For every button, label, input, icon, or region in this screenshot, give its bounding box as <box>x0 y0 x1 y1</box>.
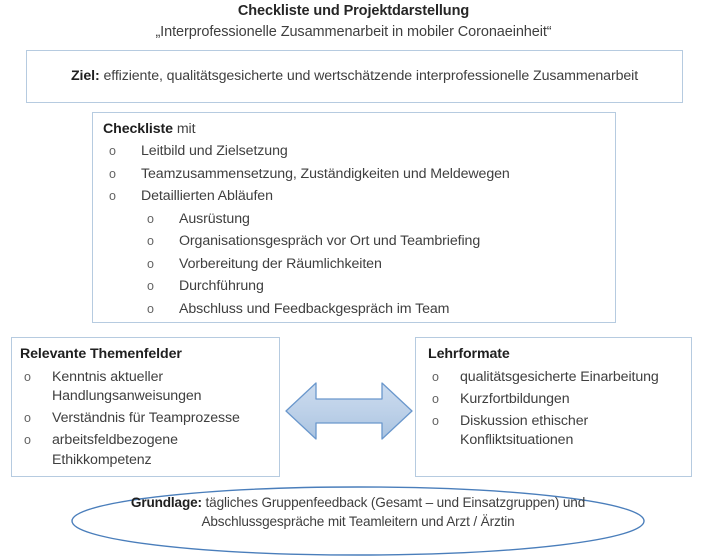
goal-box: Ziel: effiziente, qualitätsgesicherte un… <box>26 50 683 103</box>
list-item-label: Kurzfortbildungen <box>460 390 570 407</box>
list-item-label: Abschluss und Feedbackgespräch im Team <box>179 300 450 317</box>
checklist-heading-label: Checkliste <box>103 121 173 137</box>
foundation-body: tägliches Gruppenfeedback (Gesamt – und … <box>201 495 586 529</box>
double-headed-arrow-icon <box>284 375 414 447</box>
teaching-formats-list: o qualitätsgesicherte Einarbeitung o Kur… <box>428 368 691 451</box>
circle-bullet-icon: o <box>24 369 31 384</box>
list-item-label: arbeitsfeldbezogene Ethikkompetenz <box>52 432 178 468</box>
checklist-level2-list: o Ausrüstung o Organisationsgespräch vor… <box>141 208 615 321</box>
goal-body: effiziente, qualitätsgesicherte und wert… <box>99 68 639 84</box>
goal-label: Ziel: <box>70 68 100 84</box>
circle-bullet-icon: o <box>109 189 116 203</box>
circle-bullet-icon: o <box>24 411 31 425</box>
page-title-block: Checkliste und Projektdarstellung „Inter… <box>0 2 707 42</box>
list-item-label: Ausrüstung <box>179 210 250 227</box>
circle-bullet-icon: o <box>109 144 116 158</box>
foundation-label: Grundlage: <box>130 495 202 510</box>
list-item: o Durchführung <box>141 275 615 298</box>
page-title: Checkliste und Projektdarstellung <box>237 3 470 19</box>
list-item-label: qualitätsgesicherte Einarbeitung <box>460 368 659 385</box>
list-item-label: Verständnis für Teamprozesse <box>52 410 240 426</box>
checklist-heading: Checkliste mit <box>103 119 615 140</box>
foundation-ellipse: Grundlage: tägliches Gruppenfeedback (Ge… <box>70 485 646 557</box>
list-item: o Verständnis für Teamprozesse <box>20 409 279 429</box>
list-item: o Leitbild und Zielsetzung <box>103 140 615 163</box>
checklist-box: Checkliste mit o Leitbild und Zielsetzun… <box>92 112 616 323</box>
circle-bullet-icon: o <box>24 433 31 447</box>
list-item-label: Organisationsgespräch vor Ort und Teambr… <box>179 233 481 249</box>
topics-heading: Relevante Themenfelder <box>20 346 182 362</box>
circle-bullet-icon: o <box>432 391 439 406</box>
list-item: o Kenntnis aktueller Handlungsanweisunge… <box>20 368 279 407</box>
list-item: o Diskussion ethischer Konfliktsituation… <box>428 412 691 451</box>
list-item-label: Diskussion ethischer Konfliktsituationen <box>460 412 589 449</box>
list-item: o arbeitsfeldbezogene Ethikkompetenz <box>20 431 279 470</box>
teaching-formats-heading: Lehrformate <box>428 346 510 362</box>
list-item-label: Durchführung <box>179 278 264 294</box>
circle-bullet-icon: o <box>147 301 154 316</box>
list-item-label: Detaillierten Abläufen <box>141 188 273 204</box>
list-item-label: Vorbereitung der Räumlichkeiten <box>179 255 382 272</box>
list-item: o Vorbereitung der Räumlichkeiten <box>141 253 615 276</box>
list-item: o Ausrüstung <box>141 208 615 231</box>
page-subtitle: „Interprofessionelle Zusammenarbeit in m… <box>155 24 552 40</box>
list-item: o Organisationsgespräch vor Ort und Team… <box>141 230 615 253</box>
goal-text: Ziel: effiziente, qualitätsgesicherte un… <box>59 66 650 87</box>
list-item: o qualitätsgesicherte Einarbeitung <box>428 368 691 388</box>
circle-bullet-icon: o <box>147 211 154 226</box>
list-item: o Teamzusammensetzung, Zuständigkeiten u… <box>103 163 615 186</box>
teaching-formats-box: Lehrformate o qualitätsgesicherte Einarb… <box>415 337 692 477</box>
topics-box: Relevante Themenfelder o Kenntnis aktuel… <box>11 337 280 477</box>
foundation-text: Grundlage: tägliches Gruppenfeedback (Ge… <box>130 493 586 531</box>
list-item-label: Kenntnis aktueller Handlungsanweisungen <box>52 368 202 405</box>
checklist-heading-suffix: mit <box>172 121 196 137</box>
list-item-label: Leitbild und Zielsetzung <box>141 143 288 159</box>
circle-bullet-icon: o <box>147 256 154 271</box>
circle-bullet-icon: o <box>432 369 439 384</box>
circle-bullet-icon: o <box>432 413 439 428</box>
checklist-level1-list: o Leitbild und Zielsetzung o Teamzusamme… <box>103 140 615 208</box>
list-item: o Detaillierten Abläufen <box>103 185 615 208</box>
circle-bullet-icon: o <box>147 234 154 248</box>
list-item: o Kurzfortbildungen <box>428 390 691 410</box>
list-item: o Abschluss und Feedbackgespräch im Team <box>141 298 615 321</box>
topics-list: o Kenntnis aktueller Handlungsanweisunge… <box>20 368 279 471</box>
circle-bullet-icon: o <box>147 279 154 293</box>
circle-bullet-icon: o <box>109 166 116 181</box>
list-item-label: Teamzusammensetzung, Zuständigkeiten und… <box>141 165 510 182</box>
